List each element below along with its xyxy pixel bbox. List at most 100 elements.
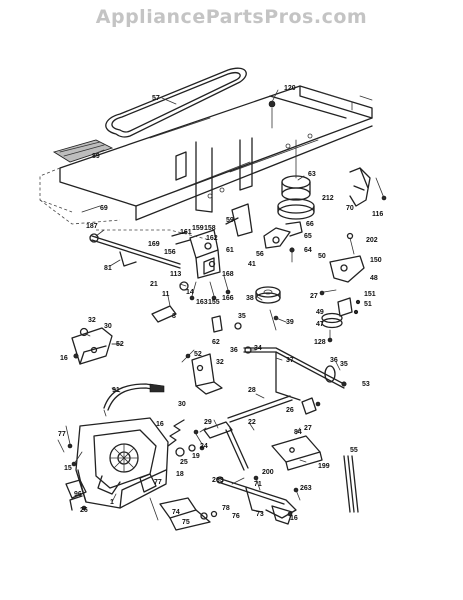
callout-34: 34 (254, 345, 262, 352)
callout-27b: 27 (304, 425, 312, 432)
callout-75: 75 (182, 519, 190, 526)
callout-37: 37 (286, 357, 294, 364)
callout-163: 163 (196, 299, 208, 306)
callout-19: 19 (192, 453, 200, 460)
callout-89: 89 (92, 153, 100, 160)
callout-47: 47 (316, 321, 324, 328)
callout-26b: 26 (80, 507, 88, 514)
callout-30a: 30 (104, 323, 112, 330)
callout-38: 38 (246, 295, 254, 302)
callout-200: 200 (262, 469, 274, 476)
clutch-rod (203, 395, 321, 471)
callout-25: 25 (180, 459, 188, 466)
callout-187: 187 (86, 223, 98, 230)
callout-81: 81 (104, 265, 112, 272)
callout-51: 51 (364, 301, 372, 308)
pedal-link (149, 497, 218, 531)
callout-50: 50 (318, 253, 326, 260)
callout-55: 55 (350, 447, 358, 454)
callout-69: 69 (100, 205, 108, 212)
callout-32a: 32 (88, 317, 96, 324)
callout-49: 49 (316, 309, 324, 316)
callout-113: 113 (170, 271, 181, 278)
callout-28: 28 (248, 387, 256, 394)
callout-84: 84 (294, 429, 302, 436)
callout-27: 27 (310, 293, 318, 300)
callout-1: 1 (110, 499, 114, 506)
callout-150: 150 (370, 257, 382, 264)
tractor-frame (39, 85, 373, 225)
engine-pulley (268, 100, 315, 220)
callout-151: 151 (364, 291, 376, 298)
callout-120: 120 (284, 85, 296, 92)
callout-52a: 52 (116, 341, 124, 348)
callout-73: 73 (256, 511, 264, 518)
callout-53: 53 (362, 381, 370, 388)
callout-78: 78 (222, 505, 230, 512)
callout-62: 62 (212, 339, 220, 346)
callout-52b: 52 (194, 351, 202, 358)
callout-36a: 36 (230, 347, 238, 354)
shift-lever (103, 383, 165, 417)
callout-168: 168 (222, 271, 234, 278)
callout-263a: 263 (212, 477, 224, 484)
callout-70: 70 (346, 205, 354, 212)
idler-arm (319, 232, 365, 343)
lift-rod (343, 455, 359, 513)
callout-199: 199 (318, 463, 330, 470)
callout-156: 156 (164, 249, 176, 256)
callout-65: 65 (304, 233, 312, 240)
transmission-bracket (71, 327, 123, 365)
tension-bracket (181, 349, 223, 395)
callout-159: 159 (192, 225, 204, 232)
small-hardware-left (151, 281, 242, 333)
callout-56: 56 (256, 251, 264, 258)
callout-155: 155 (208, 299, 220, 306)
callout-16b: 16 (156, 421, 164, 428)
callout-59: 59 (226, 217, 234, 224)
callout-91: 91 (112, 387, 120, 394)
callout-61: 61 (226, 247, 234, 254)
shift-assembly (171, 229, 231, 301)
idler-bracket (225, 203, 303, 263)
callout-35a: 35 (238, 313, 246, 320)
callout-30b: 30 (178, 401, 186, 408)
callout-64: 64 (304, 247, 312, 254)
transaxle (57, 417, 169, 511)
callout-35b: 35 (340, 361, 348, 368)
idler-pulley (255, 286, 281, 331)
callout-76: 76 (232, 513, 240, 520)
bracket-199 (271, 435, 323, 471)
callout-128: 128 (314, 339, 326, 346)
callout-14: 14 (186, 289, 194, 296)
callout-15: 15 (64, 465, 72, 472)
callout-16c: 16 (290, 515, 298, 522)
callout-16a: 16 (60, 355, 68, 362)
callout-116: 116 (372, 211, 383, 218)
front-plate (52, 139, 114, 163)
bottom-linkage (216, 475, 301, 525)
callout-41: 41 (248, 261, 256, 268)
callout-39: 39 (286, 319, 294, 326)
callout-57: 57 (152, 95, 160, 102)
callout-32b: 32 (216, 359, 224, 366)
callout-202: 202 (366, 237, 378, 244)
callout-29: 29 (204, 419, 212, 426)
drive-belt (105, 67, 247, 138)
callout-11: 11 (162, 291, 170, 298)
callout-63: 63 (308, 171, 316, 178)
callout-71: 71 (254, 481, 262, 488)
spring-hardware (167, 419, 205, 457)
callout-74: 74 (172, 509, 180, 516)
callout-8: 8 (172, 313, 176, 320)
callout-48: 48 (370, 275, 378, 282)
callout-77a: 77 (58, 431, 66, 438)
site-watermark: AppliancePartsPros.com (95, 6, 368, 28)
callout-22: 22 (248, 419, 256, 426)
callout-166: 166 (222, 295, 234, 302)
callout-162: 162 (206, 235, 218, 242)
callout-66: 66 (306, 221, 314, 228)
callout-96: 96 (74, 491, 82, 498)
